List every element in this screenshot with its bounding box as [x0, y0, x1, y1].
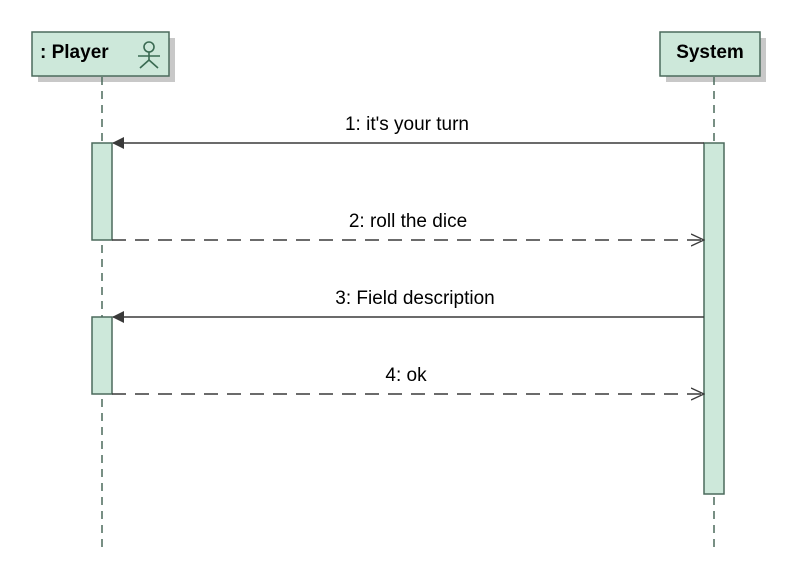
lifeline-system-box: [659, 31, 761, 77]
message-2-label: 2: roll the dice: [349, 211, 467, 232]
lifeline-system[interactable]: System: [659, 31, 766, 82]
message-1-label: 1: it's your turn: [345, 114, 469, 135]
lifeline-system-title: System: [676, 42, 744, 63]
message-3-label: 3: Field description: [335, 288, 494, 309]
activation-bar-player-1: [91, 142, 113, 241]
message-1[interactable]: 1: it's your turn: [112, 114, 704, 149]
activation-bar-player-2: [91, 316, 113, 395]
lifeline-player[interactable]: : Player: [31, 31, 175, 82]
message-2[interactable]: 2: roll the dice: [112, 211, 704, 240]
lifeline-player-title: : Player: [40, 42, 109, 63]
activation-bar-system: [703, 142, 725, 495]
message-3[interactable]: 3: Field description: [112, 288, 704, 323]
message-4-label: 4: ok: [385, 365, 427, 386]
lifeline-player-box: [31, 31, 170, 77]
actor-icon: [138, 41, 160, 69]
message-4[interactable]: 4: ok: [112, 365, 704, 394]
